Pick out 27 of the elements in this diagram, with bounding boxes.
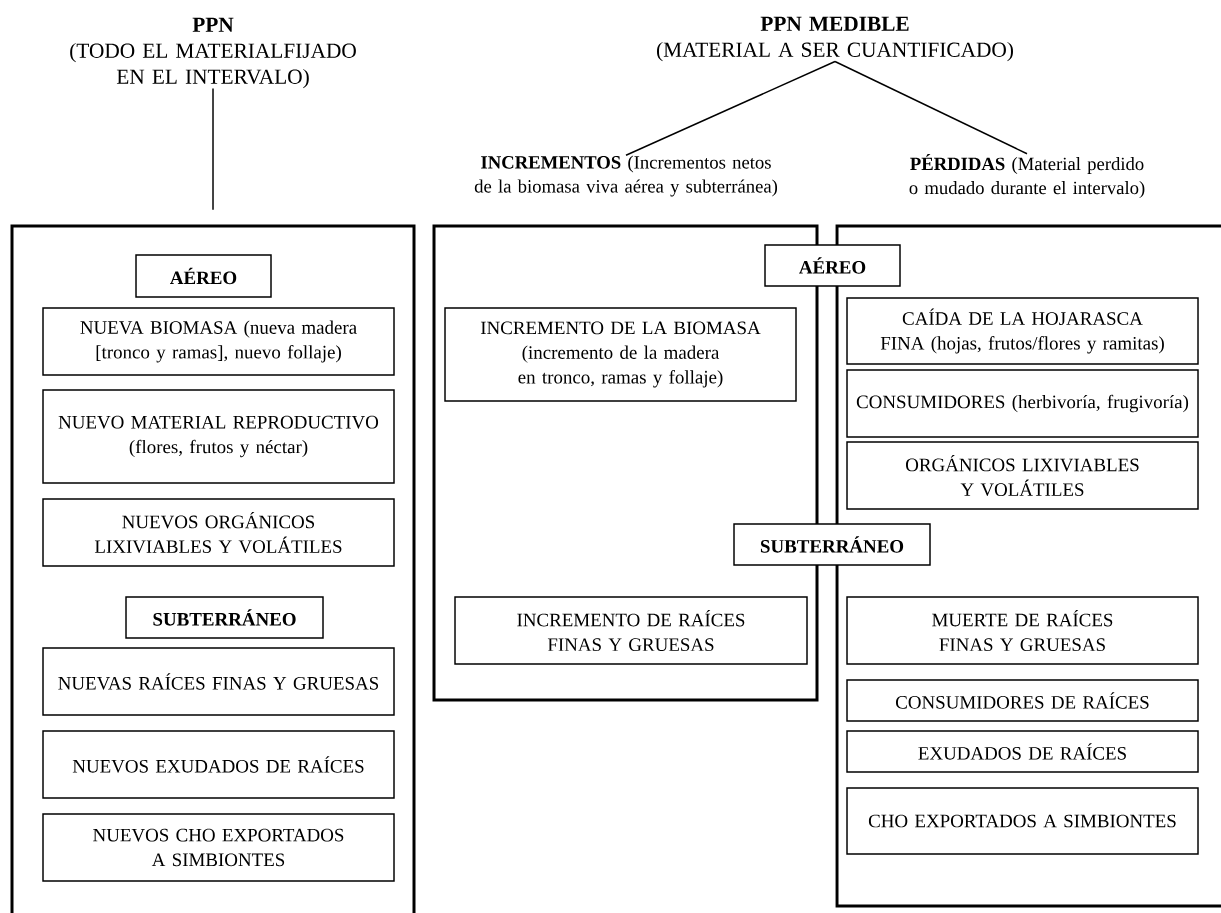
item-box: ORGÁNICOS LIXIVIABLES Y VOLÁTILES xyxy=(846,441,1199,510)
item-box: CHO EXPORTADOS A SIMBIONTES xyxy=(846,787,1199,855)
section-label-box: AÉREO xyxy=(135,254,272,298)
item-box: CONSUMIDORES DE RAÍCES xyxy=(846,679,1199,722)
item-box: NUEVOS CHO EXPORTADOS A SIMBIONTES xyxy=(42,813,395,882)
item-box: CAÍDA DE LA HOJARASCA FINA (hojas, frutos/flores y ramitas) xyxy=(846,297,1199,365)
caption-text: PÉRDIDAS (Material perdido o mudado durante el intervalo) xyxy=(909,154,1145,198)
panel-frame xyxy=(10,224,416,913)
heading: PPN MEDIBLE (MATERIAL A SER CUANTIFICADO) xyxy=(657,16,1013,62)
section-label-box: SUBTERRÁNEO xyxy=(733,523,931,566)
connector-line xyxy=(834,60,1028,155)
caption-text: INCREMENTOS (Incrementos netos de la biomasa viva aérea y subterránea) xyxy=(474,155,778,197)
item-box: NUEVOS ORGÁNICOS LIXIVIABLES Y VOLÁTILES xyxy=(42,498,395,567)
connector-line xyxy=(625,60,836,156)
item-box: INCREMENTO DE RAÍCES FINAS Y GRUESAS xyxy=(454,596,808,665)
item-box: INCREMENTO DE LA BIOMASA (incremento de la madera en tronco, ramas y follaje) xyxy=(444,307,797,402)
heading: PPN (TODO EL MATERIALFIJADO EN EL INTERVALO) xyxy=(70,17,356,89)
item-box: NUEVOS EXUDADOS DE RAÍCES xyxy=(42,730,395,799)
item-box: NUEVA BIOMASA (nueva madera [tronco y ramas], nuevo follaje) xyxy=(42,307,395,376)
item-box: CONSUMIDORES (herbivoría, frugivoría) xyxy=(846,369,1199,438)
section-label-box: AÉREO xyxy=(764,244,901,287)
item-box: NUEVO MATERIAL REPRODUCTIVO (flores, frutos y néctar) xyxy=(42,389,395,484)
item-box: NUEVAS RAÍCES FINAS Y GRUESAS xyxy=(42,647,395,716)
section-label-box: SUBTERRÁNEO xyxy=(125,596,324,639)
item-box: EXUDADOS DE RAÍCES xyxy=(846,730,1199,773)
item-box: MUERTE DE RAÍCES FINAS Y GRUESAS xyxy=(846,596,1199,665)
connector-line xyxy=(212,87,214,211)
